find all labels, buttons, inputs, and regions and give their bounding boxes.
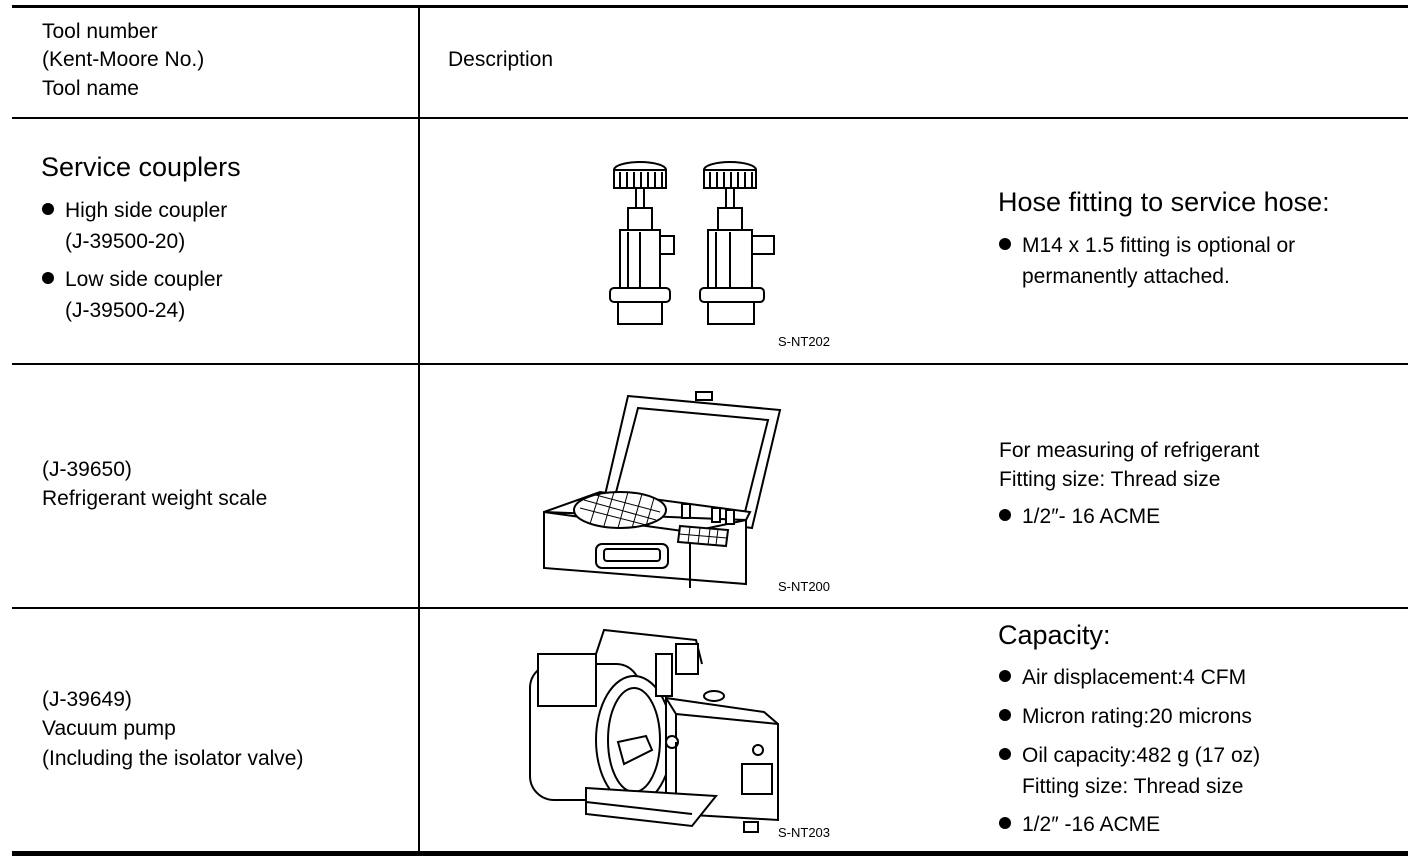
tool-name: Refrigerant weight scale — [42, 487, 268, 510]
tool-note: (Including the isolator valve) — [42, 747, 304, 770]
description-title: Capacity: — [998, 620, 1111, 650]
tool-name: Vacuum pump — [42, 717, 176, 740]
figure-id: S-NT203 — [778, 825, 831, 840]
list-item: Oil capacity:482 g (17 oz) — [999, 741, 1260, 771]
row-divider — [12, 607, 1408, 609]
refrigerant-scale-illustration — [540, 388, 800, 593]
bullet-icon — [999, 709, 1011, 722]
header-tool-number: Tool number — [42, 20, 158, 43]
list-item-continuation: permanently attached. — [1022, 265, 1230, 288]
table-bottom-border — [12, 851, 1408, 856]
list-item: Micron rating:20 microns — [999, 702, 1252, 732]
figure-id: S-NT202 — [778, 334, 831, 349]
header-tool-name: Tool name — [42, 77, 139, 100]
description-line: Fitting size: Thread size — [999, 468, 1221, 491]
header-description: Description — [448, 48, 554, 71]
list-item-continuation: Fitting size: Thread size — [1022, 775, 1244, 798]
bullet-icon — [42, 272, 54, 285]
bullet-icon — [999, 670, 1011, 683]
table-top-border — [12, 5, 1408, 8]
list-item: High side coupler — [42, 196, 227, 226]
list-item: M14 x 1.5 fitting is optional or — [999, 231, 1295, 261]
description-line: For measuring of refrigerant — [999, 439, 1260, 462]
tool-number: (J-39650) — [42, 458, 132, 481]
list-item: Low side coupler — [42, 265, 223, 295]
list-item: Air displacement:4 CFM — [999, 663, 1246, 693]
service-couplers-illustration — [600, 160, 800, 330]
header-divider — [12, 117, 1408, 119]
tool-number: (J-39649) — [42, 688, 132, 711]
header-kent-moore-no: (Kent-Moore No.) — [42, 48, 205, 71]
bullet-icon — [42, 203, 54, 216]
bullet-icon — [999, 509, 1011, 522]
vacuum-pump-illustration — [516, 624, 786, 844]
row-divider — [12, 363, 1408, 365]
tool-number: (J-39500-24) — [65, 299, 186, 322]
list-item: 1/2″- 16 ACME — [999, 502, 1160, 532]
column-divider — [418, 5, 420, 856]
figure-id: S-NT200 — [778, 579, 831, 594]
bullet-icon — [999, 748, 1011, 761]
bullet-icon — [999, 817, 1011, 830]
tool-title: Service couplers — [41, 152, 241, 182]
description-title: Hose fitting to service hose: — [998, 187, 1330, 217]
list-item: 1/2″ -16 ACME — [999, 810, 1160, 840]
tool-number: (J-39500-20) — [65, 230, 186, 253]
bullet-icon — [999, 238, 1011, 251]
